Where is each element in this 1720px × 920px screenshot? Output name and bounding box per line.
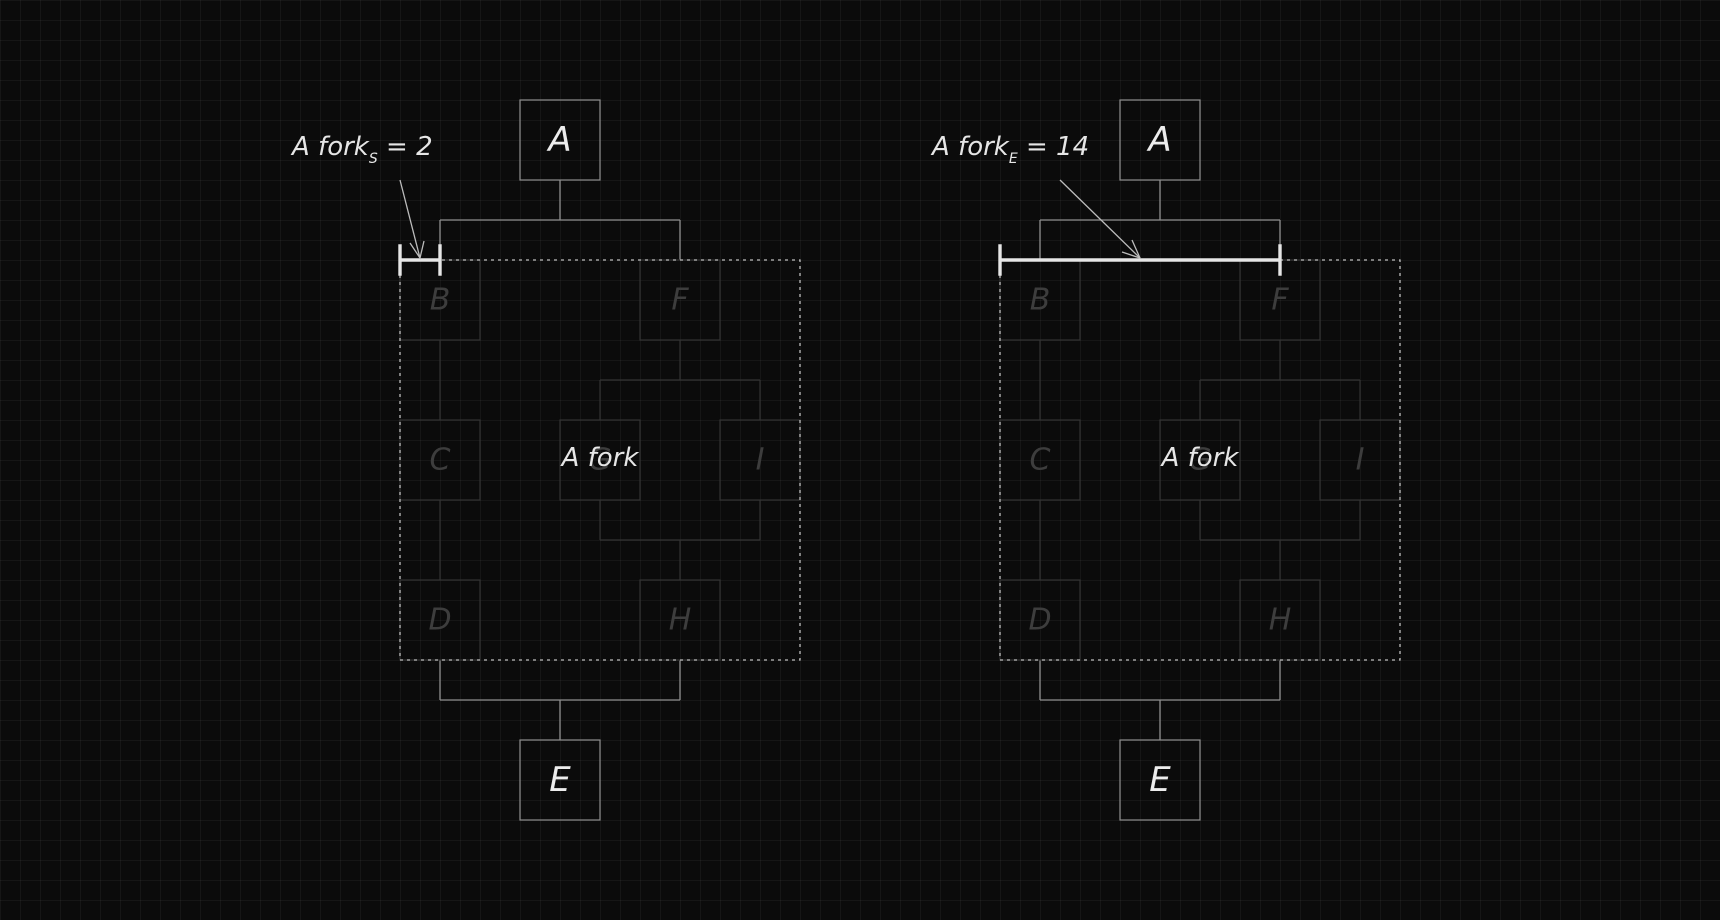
fork-label: A fork — [1160, 443, 1240, 473]
node-f-label: F — [1271, 283, 1289, 318]
node-f-label: F — [671, 283, 689, 318]
fork-end-bracket — [998, 244, 1282, 276]
edge-branch-h — [1199, 500, 1361, 580]
node-h-label: H — [1269, 603, 1292, 638]
fork-label: A fork — [560, 443, 640, 473]
annotation-pointer-arrow — [399, 179, 425, 260]
edge-a-to-fork — [1039, 180, 1281, 260]
node-a-label: A — [546, 120, 571, 160]
node-b-label: B — [1030, 283, 1051, 318]
node-f: F — [639, 259, 721, 341]
node-c-label: C — [1030, 443, 1051, 478]
node-e-label: E — [1149, 760, 1171, 800]
node-d: D — [399, 579, 481, 661]
node-h-label: H — [669, 603, 692, 638]
node-e-label: E — [549, 760, 571, 800]
fork-region — [999, 259, 1401, 661]
fork-start-bracket — [398, 244, 442, 276]
node-d: D — [999, 579, 1081, 661]
fork-end-annotation: A forkE = 14 — [930, 132, 1089, 167]
node-b: B — [999, 259, 1081, 341]
annotation-pointer-arrow — [1059, 179, 1142, 260]
node-i: I — [1319, 419, 1401, 501]
node-h: H — [1239, 579, 1321, 661]
node-c: C — [399, 419, 481, 501]
edge-f-branch — [599, 340, 761, 420]
node-a: A — [1119, 99, 1201, 181]
node-c-label: C — [430, 443, 451, 478]
node-g: G — [559, 419, 641, 501]
node-c: C — [999, 419, 1081, 501]
edge-fork-to-e — [439, 660, 681, 740]
node-i: I — [719, 419, 801, 501]
node-b-label: B — [430, 283, 451, 318]
node-h: H — [639, 579, 721, 661]
edge-branch-h — [599, 500, 761, 580]
node-a-label: A — [1146, 120, 1171, 160]
node-e: E — [519, 739, 601, 821]
node-d-label: D — [1028, 603, 1051, 638]
node-g-label: G — [1188, 443, 1211, 478]
fork-diagram-left: B C D F G I H A — [290, 99, 801, 821]
edge-a-to-fork — [439, 180, 681, 260]
fork-diagram-right: B C D F G I H A — [930, 99, 1401, 821]
edge-f-branch — [1199, 340, 1361, 420]
node-g: G — [1159, 419, 1241, 501]
node-i-label: I — [1356, 443, 1365, 478]
node-a: A — [519, 99, 601, 181]
node-g-label: G — [588, 443, 611, 478]
node-d-label: D — [428, 603, 451, 638]
fork-region — [399, 259, 801, 661]
node-e: E — [1119, 739, 1201, 821]
node-i-label: I — [756, 443, 765, 478]
fork-start-annotation: A forkS = 2 — [290, 132, 433, 167]
edge-fork-to-e — [1039, 660, 1281, 740]
